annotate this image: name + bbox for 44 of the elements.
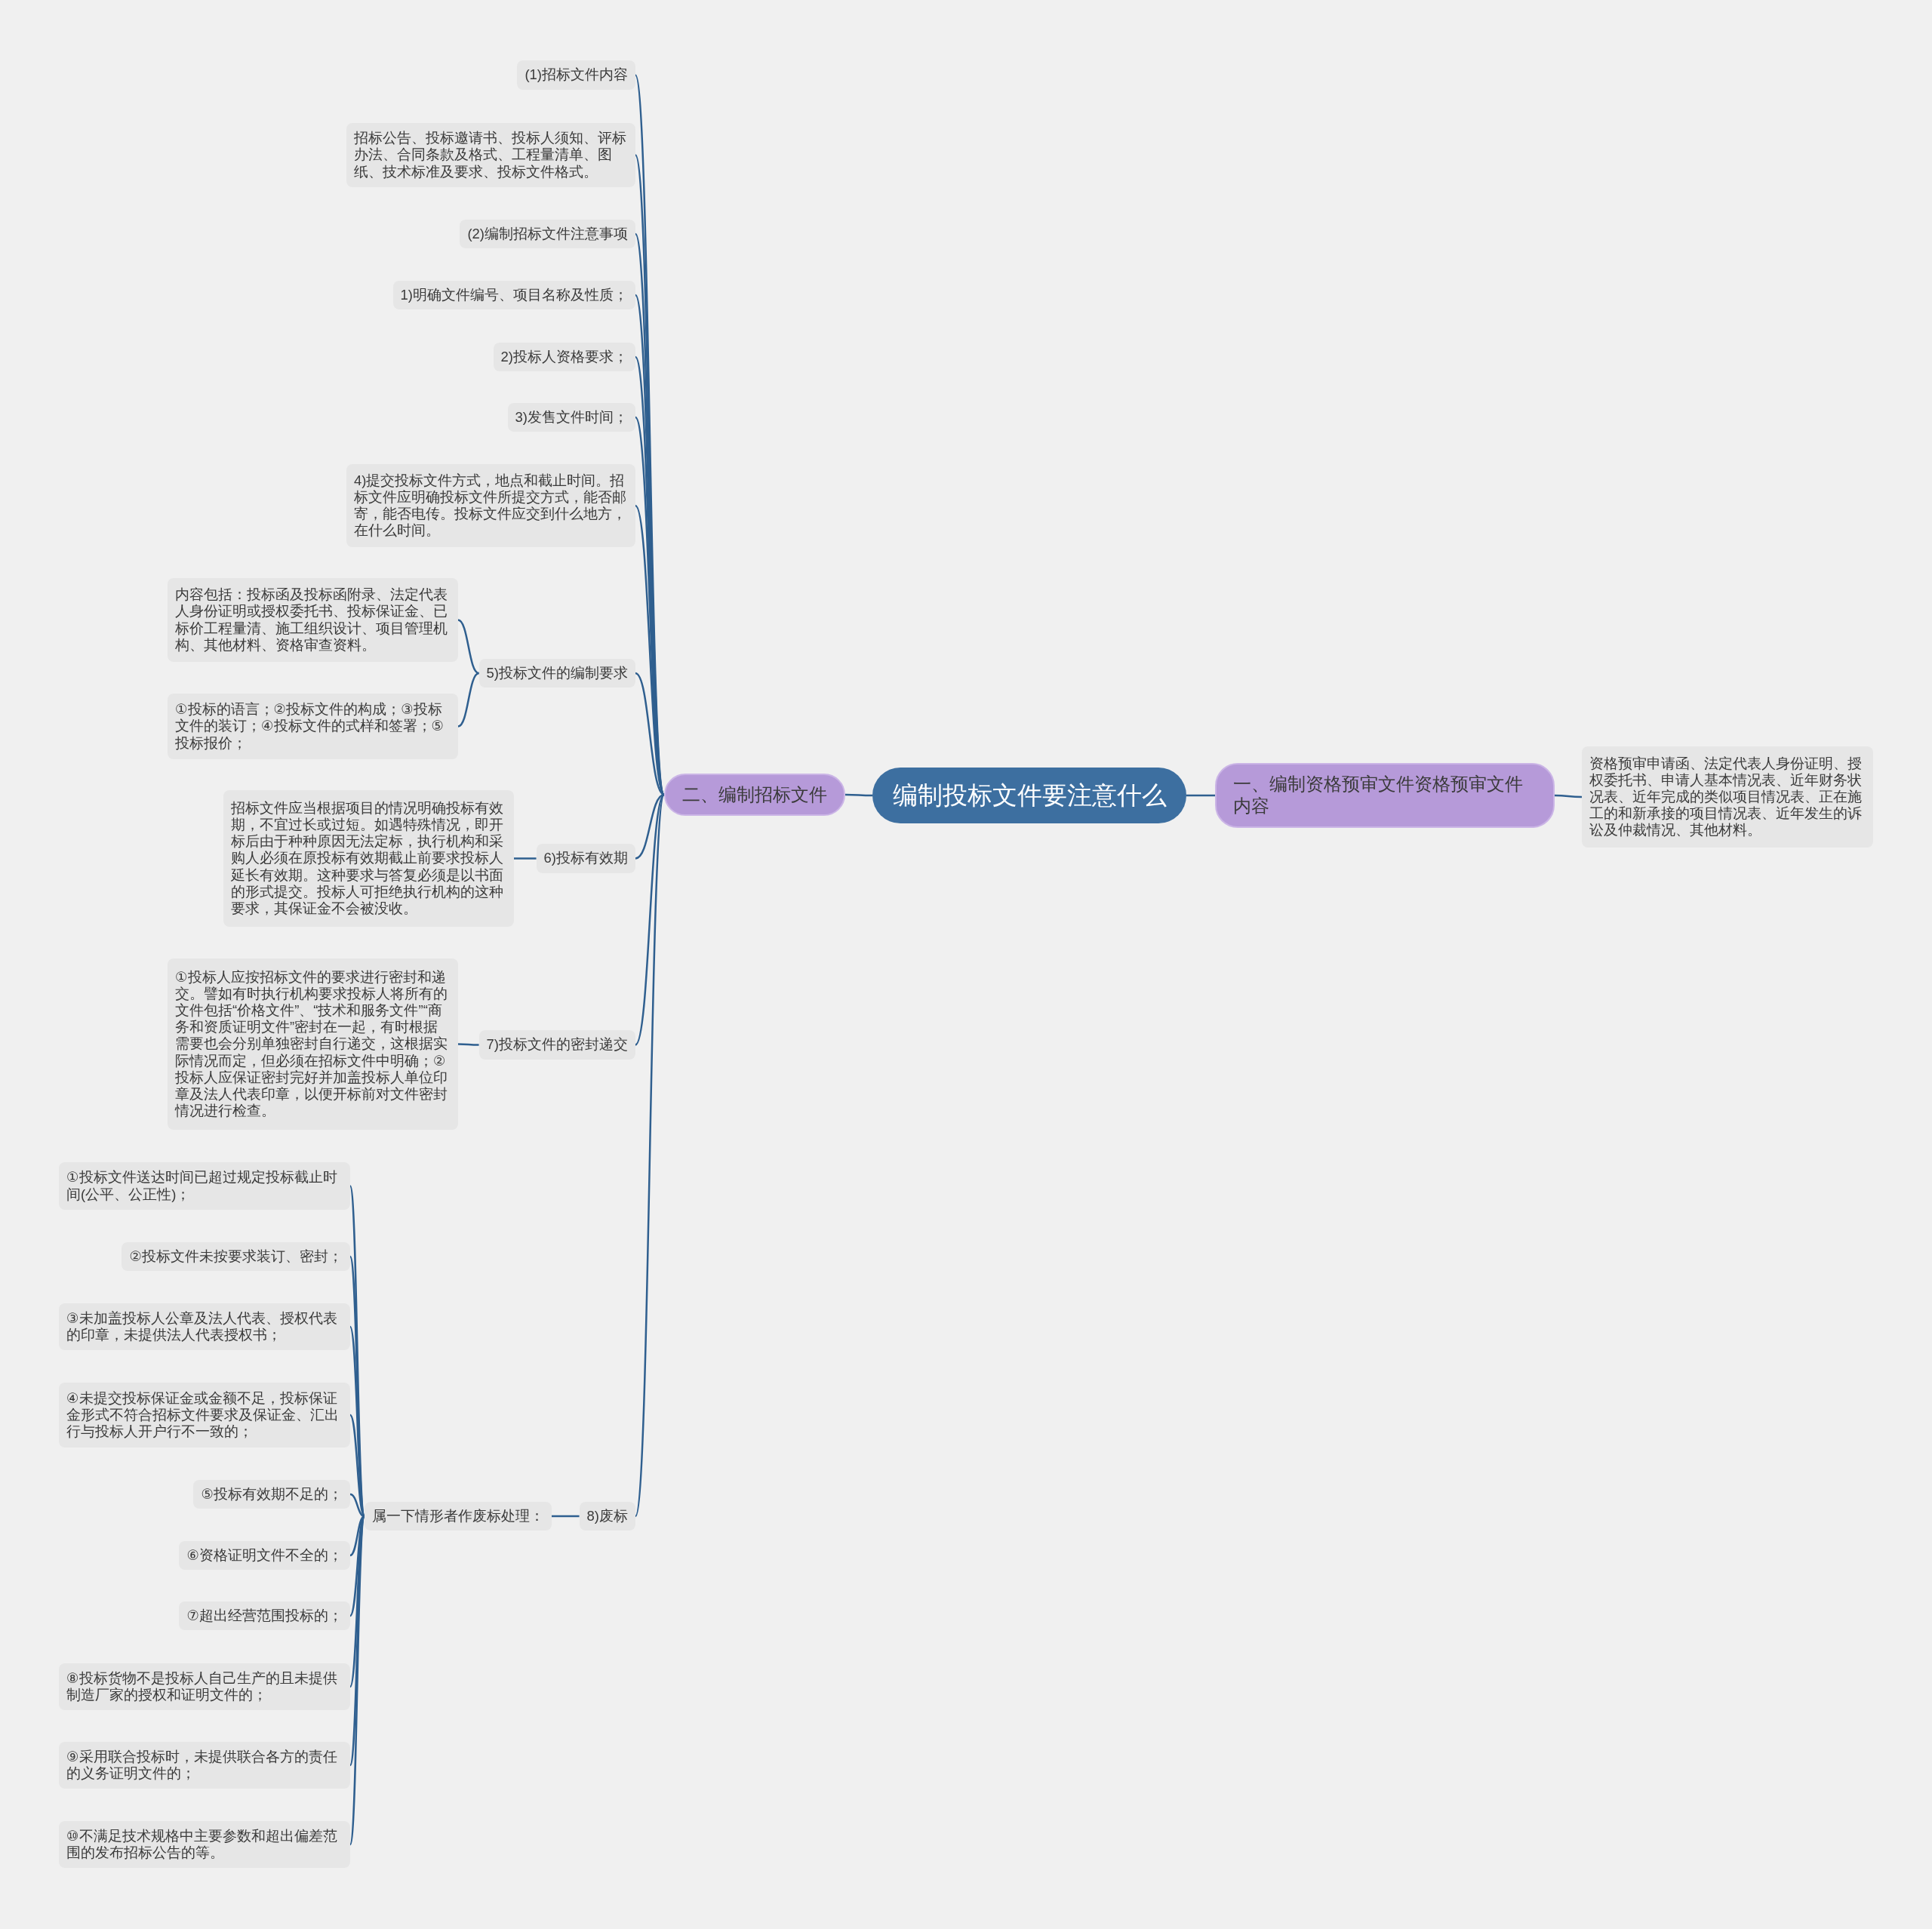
text-box: ⑤投标有效期不足的； [193,1480,350,1509]
connector-line [1555,794,1582,798]
text-box: ⑩不满足技术规格中主要参数和超出偏差范围的发布招标公告的等。 [59,1821,350,1868]
text-box: 1)明确文件编号、项目名称及性质； [392,281,635,310]
text-box: 6)投标有效期 [536,844,635,873]
text-box: 招标公告、投标邀请书、投标人须知、评标办法、合同条款及格式、工程量清单、图纸、技术标准及要求、投标文件格式。 [346,123,635,187]
text-box: ⑦超出经营范围投标的； [179,1601,350,1631]
text-box: 属一下情形者作废标处理： [365,1502,552,1531]
central-topic-box: 编制投标文件要注意什么 [872,768,1186,823]
text-box: ①投标文件送达时间已超过规定投标截止时间(公平、公正性)； [59,1162,350,1210]
text-box: ⑧投标货物不是投标人自己生产的且未提供制造厂家的授权和证明文件的； [59,1663,350,1710]
text-box: ②投标文件未按要求装订、密封； [122,1242,350,1272]
connector-line [1186,794,1215,797]
text-box: 7)投标文件的密封递交 [478,1030,635,1060]
text-box: 3)发售文件时间； [507,403,635,432]
text-box: 资格预审申请函、法定代表人身份证明、授权委托书、申请人基本情况表、近年财务状况表、近年完成的类似项目情况表、正在施工的和新承接的项目情况表、近年发生的诉讼及仲裁情况、其他材料。 [1582,746,1873,848]
text-box: ③未加盖投标人公章及法人代表、授权代表的印章，未提供法人代表授权书； [59,1303,350,1350]
topic-box: 一、编制资格预审文件资格预审文件内容 [1215,763,1555,828]
text-box: ①投标人应按招标文件的要求进行密封和递交。譬如有时执行机构要求投标人将所有的文件包括“价格文件”、“技术和服务文件”“商务和资质证明文件”密封在一起，有时根据需要也会分别单独密封自行递交，这根据实际情况而定，但必须在招标文件中明确；②投标人应保证密封完好并加盖投标人单位印章及法人代表印章，以便开标前对文件密封情况进行检查。 [168,958,458,1130]
text-box: 2)投标人资格要求； [493,343,635,372]
connector-line [634,794,666,1517]
connector-line [514,857,537,860]
text-box: 招标文件应当根据项目的情况明确投标有效期，不宜过长或过短。如遇特殊情况，即开标后由于种种原因无法定标，执行机构和采购人必须在原投标有效期截止前要求投标人延长有效期。这种要求与答复必须是以书面的形式提交。投标人可拒绝执行机构的这种要求，其保证金不会被没收。 [223,790,514,927]
text-box: (1)招标文件内容 [517,60,635,90]
text-box: ①投标的语言；②投标文件的构成；③投标文件的装订；④投标文件的式样和签署；⑤投标报价； [168,694,458,759]
text-box: 4)提交投标文件方式，地点和截止时间。招标文件应明确投标文件所提交方式，能否邮寄，能否电传。投标文件应交到什么地方，在什么时间。 [346,464,635,547]
connector-line [349,1414,365,1517]
text-box: ⑨采用联合投标时，未提供联合各方的责任的义务证明文件的； [59,1742,350,1789]
connector-line [349,1515,365,1557]
text-box: ⑥资格证明文件不全的； [179,1541,350,1571]
topic-box: 二、编制招标文件 [664,774,845,816]
text-box: 5)投标文件的编制要求 [478,659,635,688]
connector-line [552,1515,580,1518]
text-box: 内容包括：投标函及投标函附录、法定代表人身份证明或授权委托书、投标保证金、已标价工程量清、施工组织设计、项目管理机构、其他材料、资格审查资料。 [168,578,458,662]
connector-line [845,793,872,797]
text-box: (2)编制招标文件注意事项 [460,220,635,249]
connector-line [349,1493,365,1518]
connector-line [635,793,665,860]
text-box: ④未提交投标保证金或金额不足，投标保证金形式不符合招标文件要求及保证金、汇出行与投标人开户行不一致的； [59,1383,350,1448]
connector-line [457,619,480,675]
connector-line [458,1043,479,1046]
connector-line [457,672,480,728]
connector-line [635,672,665,795]
text-box: 8)废标 [579,1502,635,1531]
